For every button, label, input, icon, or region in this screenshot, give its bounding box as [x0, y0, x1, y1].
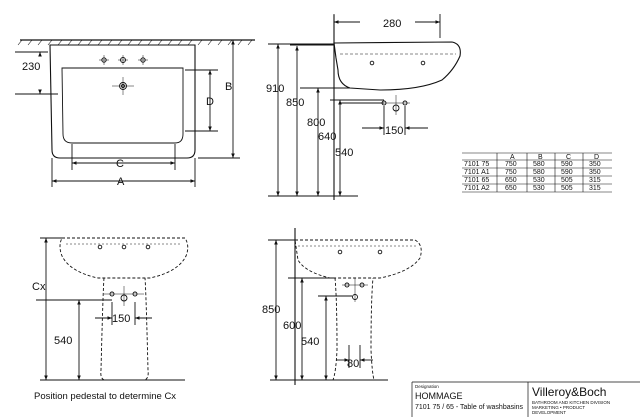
table-cell: 350	[589, 169, 601, 176]
dim-540-label: 540	[301, 336, 319, 348]
dim-d-label: D	[206, 96, 214, 108]
designation-label: Designation	[415, 384, 439, 389]
dim-a-label: A	[117, 176, 125, 188]
dim-600-label: 600	[283, 320, 301, 332]
size-table: A B C D 7101 75 750 580 590 350 7101 A1 …	[462, 152, 612, 193]
dim-280-label: 280	[383, 18, 401, 30]
table-cell: 7101 A2	[464, 185, 490, 192]
pedestal-caption: Position pedestal to determine Cx	[34, 391, 176, 402]
table-header-c: C	[566, 154, 571, 161]
title-block	[411, 381, 640, 417]
dim-80-label: 80	[347, 358, 359, 370]
dim-230-label: 230	[22, 61, 40, 73]
division-line-2: MARKETING • PRODUCT	[532, 405, 585, 410]
top-view	[15, 39, 255, 187]
dim-540-label: 540	[54, 335, 72, 347]
pedestal-side-view	[268, 228, 422, 385]
drain-icon	[112, 77, 134, 95]
dim-150-label: 150	[385, 125, 403, 137]
dim-b-label: B	[225, 81, 232, 93]
table-cell: 750	[505, 169, 517, 176]
dim-800-label: 800	[307, 117, 325, 129]
dim-910-label: 910	[266, 83, 284, 95]
table-cell: 505	[561, 185, 573, 192]
table-cell: 315	[589, 177, 601, 184]
division-line-1: BATHROOM AND KITCHEN DIVISION	[532, 400, 610, 405]
table-cell: 7101 65	[464, 177, 489, 184]
table-cell: 7101 75	[464, 161, 489, 168]
table-header-b: B	[538, 154, 543, 161]
table-cell: 580	[533, 161, 545, 168]
dim-150-label: 150	[112, 313, 130, 325]
dim-850-label: 850	[262, 304, 280, 316]
dim-c-label: C	[116, 158, 124, 170]
table-cell: 315	[589, 185, 601, 192]
brand-logo: Villeroy&Boch	[532, 385, 606, 399]
pedestal-front-view	[36, 237, 189, 381]
product-description: 7101 75 / 65 - Table of washbasins	[415, 404, 524, 411]
table-cell: 530	[533, 185, 545, 192]
table-cell: 650	[505, 185, 517, 192]
table-cell: 590	[561, 169, 573, 176]
table-header-a: A	[510, 154, 515, 161]
table-cell: 350	[589, 161, 601, 168]
tap-hole-icon	[99, 55, 148, 65]
table-cell: 580	[533, 169, 545, 176]
side-view	[268, 14, 461, 200]
division-line-3: DEVELOPMENT	[532, 410, 566, 415]
product-name: HOMMAGE	[415, 391, 463, 401]
dim-850-label: 850	[286, 97, 304, 109]
dim-640-label: 640	[318, 131, 336, 143]
table-cell: 650	[505, 177, 517, 184]
dim-cx-label: Cx	[32, 281, 46, 293]
table-cell: 530	[533, 177, 545, 184]
table-cell: 7101 A1	[464, 169, 490, 176]
table-cell: 505	[561, 177, 573, 184]
dim-540-label: 540	[335, 147, 353, 159]
table-cell: 750	[505, 161, 517, 168]
table-cell: 590	[561, 161, 573, 168]
table-header-d: D	[594, 154, 599, 161]
